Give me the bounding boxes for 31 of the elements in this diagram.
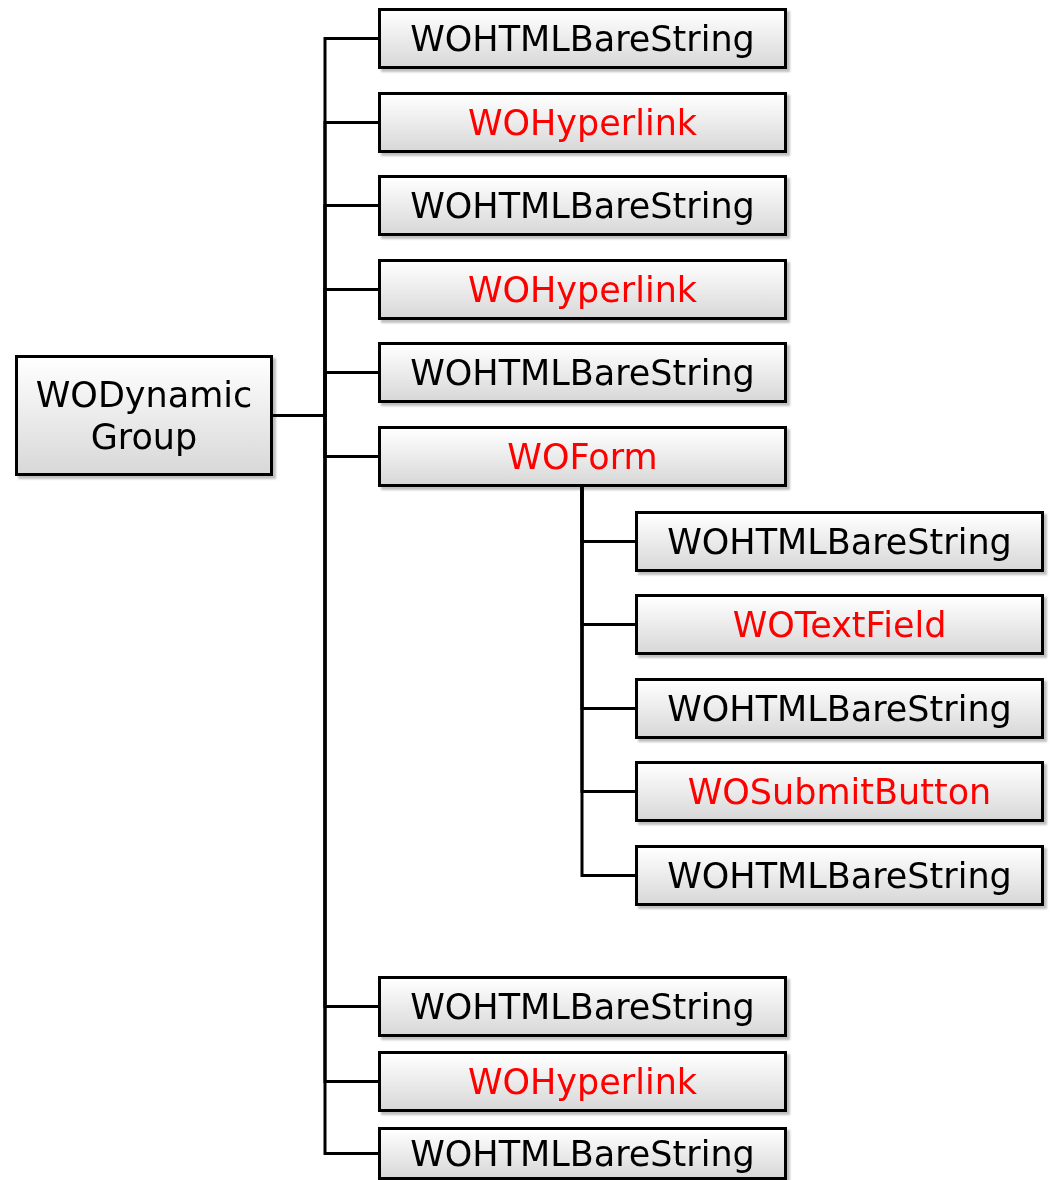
class-box (378, 342, 787, 403)
class-name: WOSubmitButton (687, 770, 992, 813)
class-box (635, 845, 1044, 906)
class-box (378, 1127, 787, 1180)
class-name: WOHTMLBareString (410, 184, 755, 227)
class-box (635, 678, 1044, 739)
class-box (15, 355, 273, 476)
class-box (378, 976, 787, 1037)
class-name: WOHTMLBareString (667, 520, 1012, 563)
class-name: WOForm (507, 435, 658, 478)
class-box (378, 92, 787, 153)
class-box (378, 426, 787, 487)
class-name: WOHTMLBareString (410, 351, 755, 394)
class-name: WOHyperlink (467, 1060, 698, 1103)
class-box (378, 8, 787, 69)
class-name: WOHTMLBareString (410, 17, 755, 60)
class-name: WOHTMLBareString (667, 854, 1012, 897)
class-box (378, 259, 787, 320)
class-box (635, 594, 1044, 655)
class-name: WOHTMLBareString (667, 687, 1012, 730)
class-name: WOHTMLBareString (410, 985, 755, 1028)
class-name: WOHyperlink (467, 268, 698, 311)
class-name: WODynamic Group (34, 373, 254, 458)
class-name: WOTextField (732, 603, 947, 646)
class-name: WOHTMLBareString (410, 1132, 755, 1175)
class-box (378, 1051, 787, 1112)
class-box (635, 761, 1044, 822)
class-box (378, 175, 787, 236)
class-name: WOHyperlink (467, 101, 698, 144)
connector-line (580, 487, 635, 877)
class-box (635, 511, 1044, 572)
